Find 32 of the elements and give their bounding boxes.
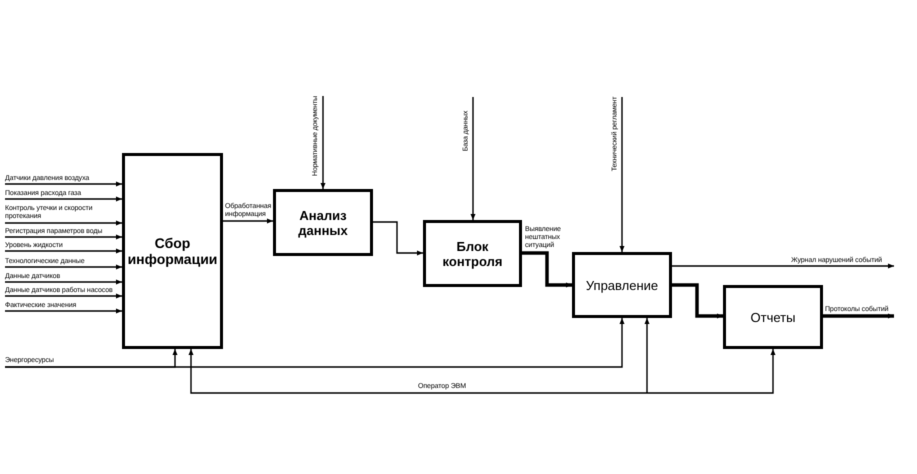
arrow [5, 248, 122, 254]
arrow [5, 318, 624, 368]
process-box [122, 153, 223, 349]
arrow [373, 221, 423, 256]
arrow [188, 349, 647, 394]
process-box [273, 189, 373, 256]
arrow [320, 96, 326, 189]
arrow [5, 264, 122, 270]
arrow [5, 280, 122, 284]
arrow [470, 97, 476, 220]
arrow [5, 196, 122, 202]
process-label: Блок контроля [442, 238, 504, 268]
arrow [522, 251, 572, 288]
process-label: Управление [584, 278, 660, 292]
arrow [823, 314, 894, 318]
arrow [5, 220, 122, 226]
arrow [672, 283, 723, 318]
process-label: Отчеты [750, 310, 796, 324]
arrow [672, 264, 894, 268]
arrow [223, 218, 273, 224]
arrow [647, 349, 776, 394]
arrow [5, 308, 122, 314]
process-box [423, 220, 522, 287]
arrow [5, 182, 122, 186]
arrow [5, 294, 122, 298]
arrow [5, 234, 122, 240]
arrow [644, 318, 650, 393]
process-box [572, 252, 672, 318]
process-label: Сбор информации [126, 235, 218, 267]
process-box [723, 285, 823, 349]
process-label: Анализ данных [297, 208, 349, 238]
arrow [620, 97, 624, 252]
